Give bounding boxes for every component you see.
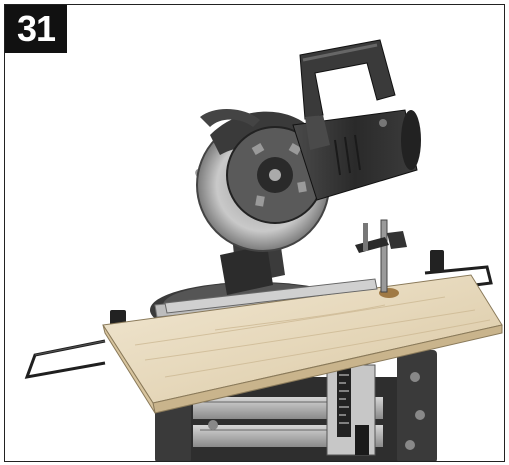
right-extension-rod [424, 265, 493, 287]
miter-saw-with-clamped-board-icon [24, 39, 503, 461]
blade-guard [196, 111, 330, 252]
workpiece-board [102, 274, 503, 414]
hold-down-clamp [355, 219, 407, 293]
figure-number: 31 [5, 5, 67, 53]
saw-handle [299, 39, 396, 120]
stand [155, 350, 437, 461]
figure-frame: 31 [4, 4, 505, 462]
left-extension-rod [24, 339, 106, 379]
fence [164, 278, 378, 314]
